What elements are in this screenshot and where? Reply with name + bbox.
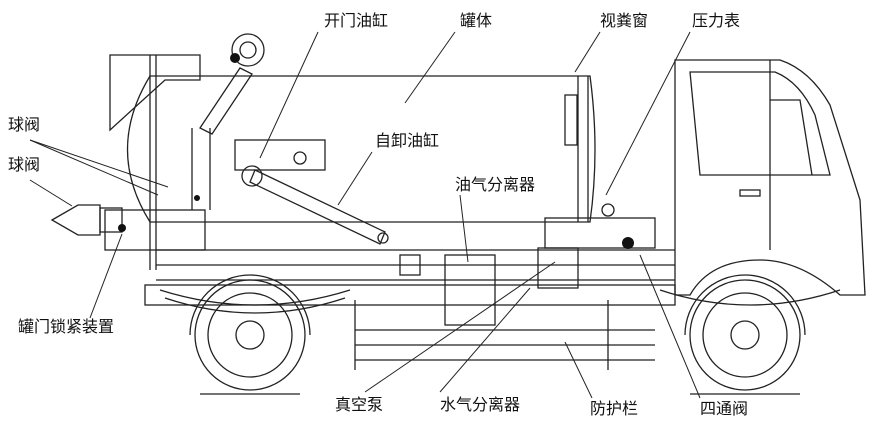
vacuum-pump-shape <box>537 247 579 289</box>
front-wheel <box>689 279 801 391</box>
label-ball-valve-upper: 球阀 <box>8 115 41 134</box>
cab-window <box>689 71 831 176</box>
label-tank-door-lock: 罐门锁紧装置 <box>18 317 115 336</box>
label-water-gas-separator: 水气分离器 <box>440 395 521 414</box>
label-sight-window: 视粪窗 <box>600 11 649 30</box>
label-open-door-cylinder: 开门油缸 <box>324 11 389 30</box>
tank-body-shape <box>126 75 596 223</box>
label-guard-rail: 防护栏 <box>590 399 639 418</box>
label-tank-body: 罐体 <box>460 11 493 30</box>
sight-window-shape <box>564 94 578 146</box>
ball-valve-nozzle <box>50 204 101 236</box>
open-door-pipe <box>199 67 253 135</box>
label-ball-valve-lower: 球阀 <box>8 155 41 174</box>
self-unload-cylinder-shape <box>249 169 386 245</box>
label-pressure-gauge: 压力表 <box>692 11 741 30</box>
cab-body <box>674 59 866 296</box>
rear-wheel <box>194 279 306 391</box>
label-oil-gas-separator: 油气分离器 <box>455 175 536 194</box>
pressure-gauge-shape <box>601 203 615 217</box>
cylinder-box <box>234 139 326 171</box>
label-four-way-valve: 四通阀 <box>700 399 749 418</box>
water-gas-separator-shape <box>444 254 496 326</box>
pipe-flange <box>231 33 265 67</box>
label-self-unload-cylinder: 自卸油缸 <box>375 131 440 150</box>
label-vacuum-pump: 真空泵 <box>335 395 384 414</box>
rear-hood <box>109 54 201 132</box>
